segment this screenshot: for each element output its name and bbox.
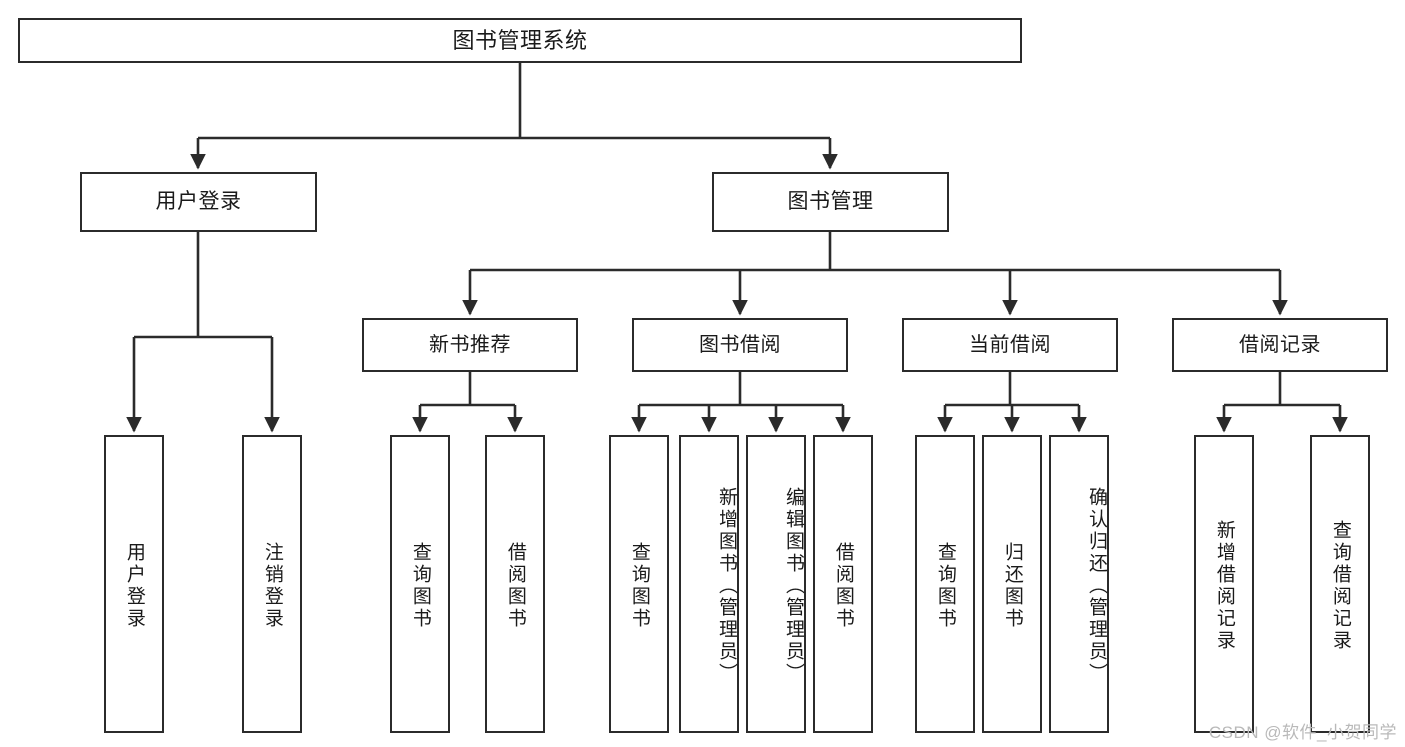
node-leaf-book-borrow-query[interactable]: 查询图书 xyxy=(609,435,669,733)
node-leaf-book-borrow-add[interactable]: 新增图书（管理员） xyxy=(679,435,739,733)
node-label: 查询图书 xyxy=(934,542,956,630)
node-book-borrow[interactable]: 图书借阅 xyxy=(632,318,848,372)
node-label: 查询图书 xyxy=(409,542,431,630)
node-borrow-record[interactable]: 借阅记录 xyxy=(1172,318,1388,372)
node-leaf-user-login-logout[interactable]: 注销登录 xyxy=(242,435,302,733)
node-label: 借阅记录 xyxy=(1239,333,1321,356)
node-label: 注销登录 xyxy=(261,542,283,630)
node-label: 用户登录 xyxy=(123,542,145,630)
node-label: 图书管理 xyxy=(787,189,874,213)
node-leaf-new-book-borrow[interactable]: 借阅图书 xyxy=(485,435,545,733)
node-label: 新书推荐 xyxy=(429,333,511,356)
node-leaf-user-login-login[interactable]: 用户登录 xyxy=(104,435,164,733)
node-label: 新增图书（管理员） xyxy=(716,487,737,685)
node-leaf-current-borrow-confirm[interactable]: 确认归还（管理员） xyxy=(1049,435,1109,733)
node-label: 确认归还（管理员） xyxy=(1086,487,1107,685)
node-label: 图书借阅 xyxy=(699,333,781,356)
node-user-login[interactable]: 用户登录 xyxy=(80,172,317,232)
node-leaf-borrow-record-add[interactable]: 新增借阅记录 xyxy=(1194,435,1254,733)
node-label: 编辑图书（管理员） xyxy=(783,487,804,685)
node-leaf-borrow-record-query[interactable]: 查询借阅记录 xyxy=(1310,435,1370,733)
node-label: 借阅图书 xyxy=(504,542,526,630)
node-label: 借阅图书 xyxy=(832,542,854,630)
node-leaf-current-borrow-return[interactable]: 归还图书 xyxy=(982,435,1042,733)
node-label: 当前借阅 xyxy=(969,333,1051,356)
node-label: 查询图书 xyxy=(628,542,650,630)
node-new-book-recommend[interactable]: 新书推荐 xyxy=(362,318,578,372)
node-leaf-book-borrow-edit[interactable]: 编辑图书（管理员） xyxy=(746,435,806,733)
node-label: 用户登录 xyxy=(155,189,242,213)
node-label: 查询借阅记录 xyxy=(1329,520,1351,652)
node-label: 新增借阅记录 xyxy=(1213,520,1235,652)
node-leaf-new-book-query[interactable]: 查询图书 xyxy=(390,435,450,733)
node-book-manage[interactable]: 图书管理 xyxy=(712,172,949,232)
node-leaf-current-borrow-query[interactable]: 查询图书 xyxy=(915,435,975,733)
node-label: 图书管理系统 xyxy=(452,27,588,53)
node-root-system[interactable]: 图书管理系统 xyxy=(18,18,1022,63)
node-label: 归还图书 xyxy=(1001,542,1023,630)
node-leaf-book-borrow-borrow[interactable]: 借阅图书 xyxy=(813,435,873,733)
node-current-borrow[interactable]: 当前借阅 xyxy=(902,318,1118,372)
